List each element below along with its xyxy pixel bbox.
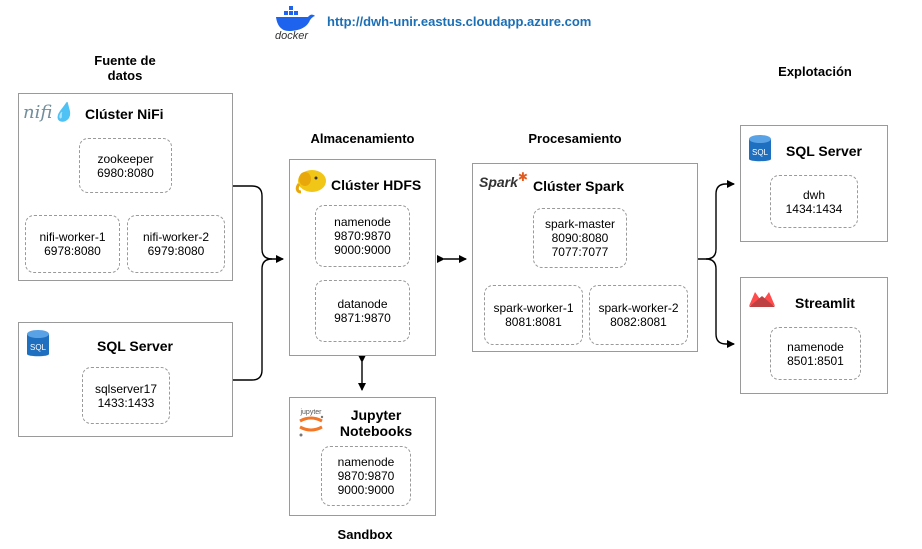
spark-to-streamlit-line — [705, 258, 735, 348]
sql-to-hdfs-line — [233, 258, 273, 381]
nifi-worker-1-node[interactable]: nifi-worker-1 6978:8080 — [25, 215, 120, 273]
section-almacenamiento: Almacenamiento — [310, 131, 415, 146]
sql-source-title: SQL Server — [97, 338, 174, 354]
sql-target-title: SQL Server — [786, 143, 863, 159]
jupyter-namenode-name: namenode — [337, 455, 395, 469]
streamlit-namenode-name: namenode — [787, 339, 844, 354]
jupyter-namenode-port1: 9870:9870 — [337, 469, 395, 483]
hdfs-datanode-ports: 9871:9870 — [334, 311, 391, 325]
sql-server-source[interactable]: SQL SQL Server sqlserver17 1433:1433 — [18, 322, 233, 437]
spark-cluster[interactable]: Spark✱ Clúster Spark spark-master 8090:8… — [472, 163, 698, 352]
sql-database-icon: SQL — [27, 330, 49, 357]
spark-master-port1: 8090:8080 — [551, 231, 609, 245]
sql-server-target[interactable]: SQL SQL Server dwh 1434:1434 — [740, 125, 888, 242]
docker-whale-icon — [276, 6, 315, 31]
jupyter-notebooks[interactable]: jupyter Jupyter Notebooks namenode 9870:… — [289, 397, 436, 516]
spark-worker-2-name: spark-worker-2 — [598, 301, 679, 315]
nifi-logo-icon: nifi💧 — [23, 102, 75, 123]
docker-logo: docker — [274, 6, 318, 42]
spark-master-port2: 7077:7077 — [551, 245, 609, 259]
hdfs-namenode-port1: 9870:9870 — [334, 229, 391, 243]
streamlit-logo-icon — [749, 292, 775, 307]
hadoop-elephant-icon — [295, 170, 326, 194]
dwh-name: dwh — [802, 187, 825, 202]
spark-worker-1-node[interactable]: spark-worker-1 8081:8081 — [484, 285, 583, 345]
spark-worker-2-node[interactable]: spark-worker-2 8082:8081 — [589, 285, 688, 345]
streamlit-app[interactable]: Streamlit namenode 8501:8501 — [740, 277, 888, 394]
streamlit-title: Streamlit — [795, 295, 855, 311]
docker-label: docker — [275, 30, 309, 42]
sqlserver17-name: sqlserver17 — [94, 381, 158, 396]
spark-worker-1-name: spark-worker-1 — [493, 301, 574, 315]
streamlit-namenode-node[interactable]: namenode 8501:8501 — [770, 327, 861, 380]
spark-to-sqlserver-line — [698, 180, 735, 260]
jupyter-logo-icon: jupyter — [299, 409, 324, 437]
hdfs-datanode-node[interactable]: datanode 9871:9870 — [315, 280, 410, 342]
hdfs-cluster[interactable]: Clúster HDFS namenode 9870:9870 9000:900… — [289, 159, 436, 356]
hdfs-namenode-name: namenode — [334, 215, 391, 229]
zookeeper-name: zookeeper — [97, 151, 154, 166]
header-url[interactable]: http://dwh-unir.eastus.cloudapp.azure.co… — [327, 14, 592, 29]
zookeeper-node[interactable]: zookeeper 6980:8080 — [79, 138, 172, 193]
spark-master-name: spark-master — [544, 217, 615, 231]
zookeeper-ports: 6980:8080 — [97, 165, 154, 180]
hdfs-namenode-port2: 9000:9000 — [334, 243, 391, 257]
streamlit-namenode-ports: 8501:8501 — [787, 353, 844, 368]
section-explotacion: Explotación — [778, 64, 852, 79]
section-sandbox: Sandbox — [337, 527, 393, 542]
nifi-cluster-title: Clúster NiFi — [85, 106, 164, 122]
hdfs-datanode-name: datanode — [337, 297, 388, 311]
hdfs-cluster-title: Clúster HDFS — [331, 177, 422, 193]
nifi-to-hdfs-line — [233, 185, 284, 263]
nifi-worker-1-name: nifi-worker-1 — [39, 230, 106, 244]
jupyter-namenode-node[interactable]: namenode 9870:9870 9000:9000 — [321, 446, 411, 506]
spark-cluster-title: Clúster Spark — [533, 178, 625, 194]
nifi-worker-2-name: nifi-worker-2 — [142, 230, 209, 244]
dwh-node[interactable]: dwh 1434:1434 — [770, 175, 858, 228]
svg-text:jupyter: jupyter — [299, 409, 322, 416]
spark-logo-icon: Spark✱ — [479, 170, 528, 190]
sql-database-icon: SQL — [749, 135, 771, 162]
sqlserver17-ports: 1433:1433 — [97, 395, 155, 410]
spark-master-node[interactable]: spark-master 8090:8080 7077:7077 — [533, 208, 627, 268]
svg-text:SQL: SQL — [30, 343, 47, 352]
dwh-ports: 1434:1434 — [785, 201, 843, 216]
section-fuente-de-datos: Fuente de datos — [94, 53, 156, 83]
spark-worker-2-ports: 8082:8081 — [610, 315, 667, 329]
jupyter-namenode-port2: 9000:9000 — [337, 483, 395, 497]
sqlserver17-node[interactable]: sqlserver17 1433:1433 — [82, 367, 170, 424]
hdfs-namenode-node[interactable]: namenode 9870:9870 9000:9000 — [315, 205, 410, 267]
nifi-worker-1-ports: 6978:8080 — [44, 244, 101, 258]
svg-text:SQL: SQL — [752, 148, 769, 157]
nifi-worker-2-ports: 6979:8080 — [147, 244, 205, 258]
section-procesamiento: Procesamiento — [528, 131, 622, 146]
nifi-cluster[interactable]: nifi💧 Clúster NiFi zookeeper 6980:8080 n… — [18, 93, 233, 281]
nifi-worker-2-node[interactable]: nifi-worker-2 6979:8080 — [127, 215, 225, 273]
jupyter-title: Jupyter Notebooks — [339, 407, 413, 439]
spark-worker-1-ports: 8081:8081 — [505, 315, 562, 329]
